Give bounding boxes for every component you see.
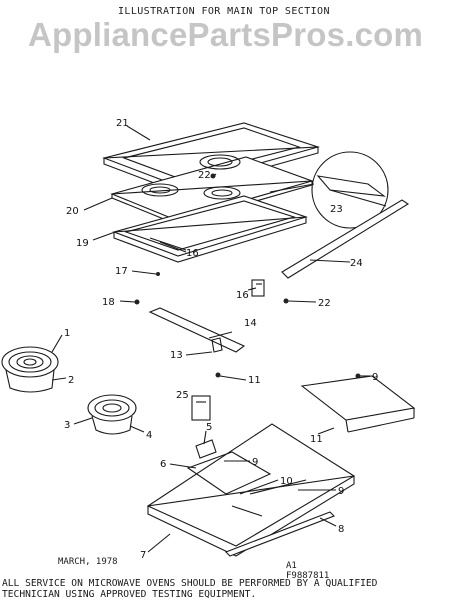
callout-19: 19 [76,238,89,249]
callout-labels: 21 20 19 16 17 18 22 23 24 16 22 14 13 1… [64,118,378,561]
service-notice-line1: ALL SERVICE ON MICROWAVE OVENS SHOULD BE… [2,578,378,589]
callout-8: 8 [338,524,344,535]
leader-lines [51,125,370,553]
callout-15: 16 [236,290,249,301]
watermark: AppliancePartsPros.com [28,16,424,53]
callout-18: 18 [102,297,115,308]
diagram-title: ILLUSTRATION FOR MAIN TOP SECTION [118,6,330,17]
part-24-trim-strip [281,199,410,279]
service-notice: ALL SERVICE ON MICROWAVE OVENS SHOULD BE… [2,578,448,600]
part-14-support-bar [148,307,246,353]
callout-16: 16 [186,248,199,259]
diagram-code-line2: F9887811 [286,571,330,581]
callout-14: 14 [244,318,257,329]
callout-20: 20 [66,206,79,217]
part-3-4-surface-element [87,394,137,435]
callout-3: 3 [64,420,70,431]
callout-7: 7 [140,550,146,561]
callout-5: 5 [206,422,212,433]
callout-25: 25 [176,390,189,401]
callout-23: 23 [330,204,343,215]
callout-22-lower: 22 [318,298,331,309]
callout-4: 4 [146,430,152,441]
part-1-2-surface-element [1,346,59,393]
callout-11: 11 [310,434,323,445]
callout-17: 17 [115,266,128,277]
part-11-shield [300,375,416,433]
callout-9-a: 9 [252,457,258,468]
part-5-block [195,439,217,459]
revision-date: MARCH, 1978 [58,557,118,567]
part-20-glass-top [110,154,314,225]
part-19-lower-frame [112,195,308,263]
callout-6: 6 [160,459,166,470]
part-25-switch [191,395,211,421]
part-15-bracket [251,279,265,297]
diagram-code-line1: A1 [286,561,297,571]
callout-1: 1 [64,328,70,339]
part-7-burner-box [146,423,356,557]
part-23-detail-inset [269,151,389,229]
callout-2: 2 [68,375,74,386]
callout-10: 10 [280,476,293,487]
callout-12: 11 [248,375,261,386]
callout-24: 24 [350,258,363,269]
callout-21: 21 [116,118,129,129]
part-8-rod [225,511,335,557]
callout-9-b: 9 [338,486,344,497]
callout-22-upper: 22 [198,170,211,181]
part-21-trim-frame [102,122,320,193]
callout-9-c: 9 [372,372,378,383]
service-notice-line2: TECHNICIAN USING APPROVED TESTING EQUIPM… [2,589,257,600]
callout-13: 13 [170,350,183,361]
